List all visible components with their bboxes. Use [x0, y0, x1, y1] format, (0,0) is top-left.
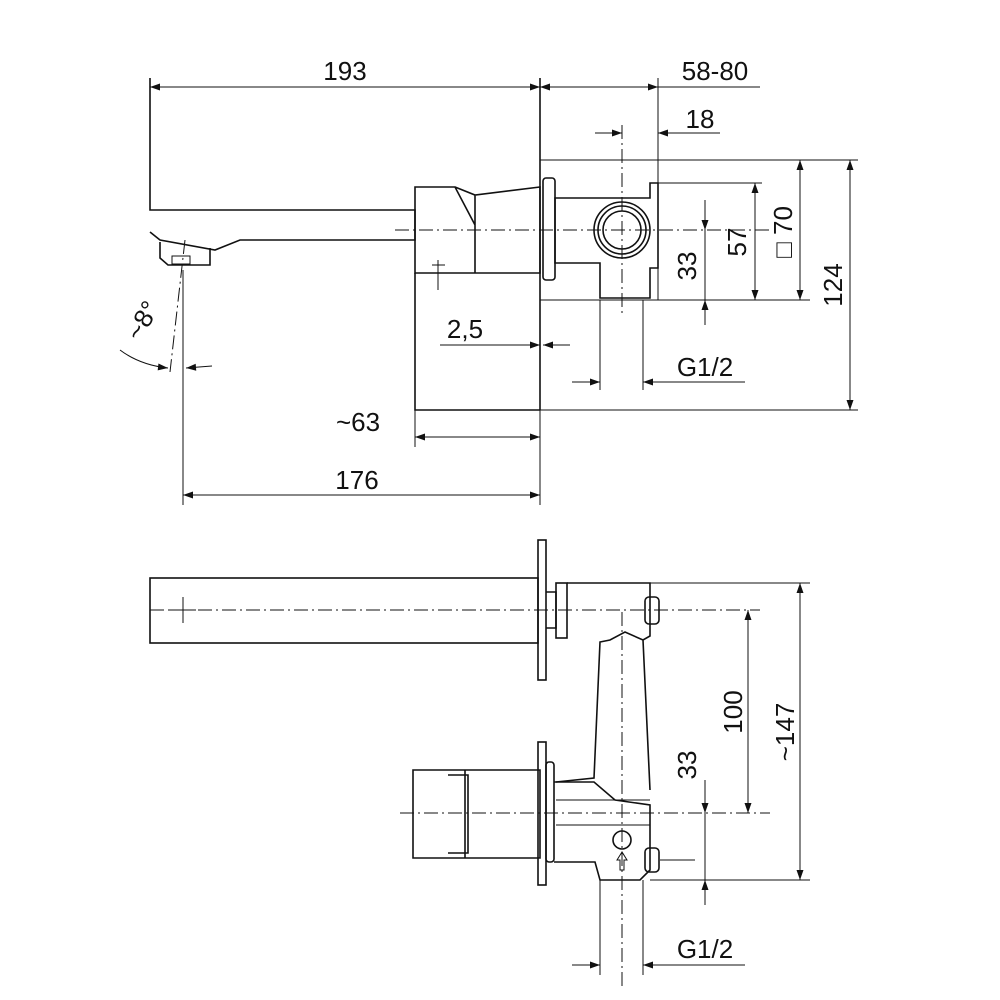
dim-total: ~147 — [770, 703, 800, 762]
dim-33: 33 — [672, 252, 702, 281]
top-view: 193 58-80 18 □ 70 124 57 33 2,5 G1/2 ~8°… — [119, 56, 858, 505]
handle-side — [412, 769, 541, 859]
dim-thread: G1/2 — [677, 352, 733, 382]
spout — [149, 78, 416, 251]
dim-total-height: 124 — [818, 263, 848, 306]
aerator — [159, 242, 211, 266]
dim-wall-depth: 58-80 — [682, 56, 749, 86]
dim-33-side: 33 — [672, 751, 702, 780]
side-view: 100 ~147 33 G1/2 — [149, 539, 810, 990]
dim-angle: ~8° — [119, 296, 165, 346]
wall-flange — [542, 177, 556, 281]
dim-box: □ 70 — [768, 206, 798, 258]
dim-thread-side: G1/2 — [677, 934, 733, 964]
valve-body — [555, 582, 651, 791]
dim-reach: 176 — [335, 465, 378, 495]
dim-handle-depth: ~63 — [336, 407, 380, 437]
dim-offset: 18 — [686, 104, 715, 134]
dim-plate: 2,5 — [447, 314, 483, 344]
dim-spout-length: 193 — [323, 56, 366, 86]
dim-spacing: 100 — [718, 690, 748, 733]
dim-57: 57 — [722, 228, 752, 257]
mounting-box — [554, 182, 659, 299]
